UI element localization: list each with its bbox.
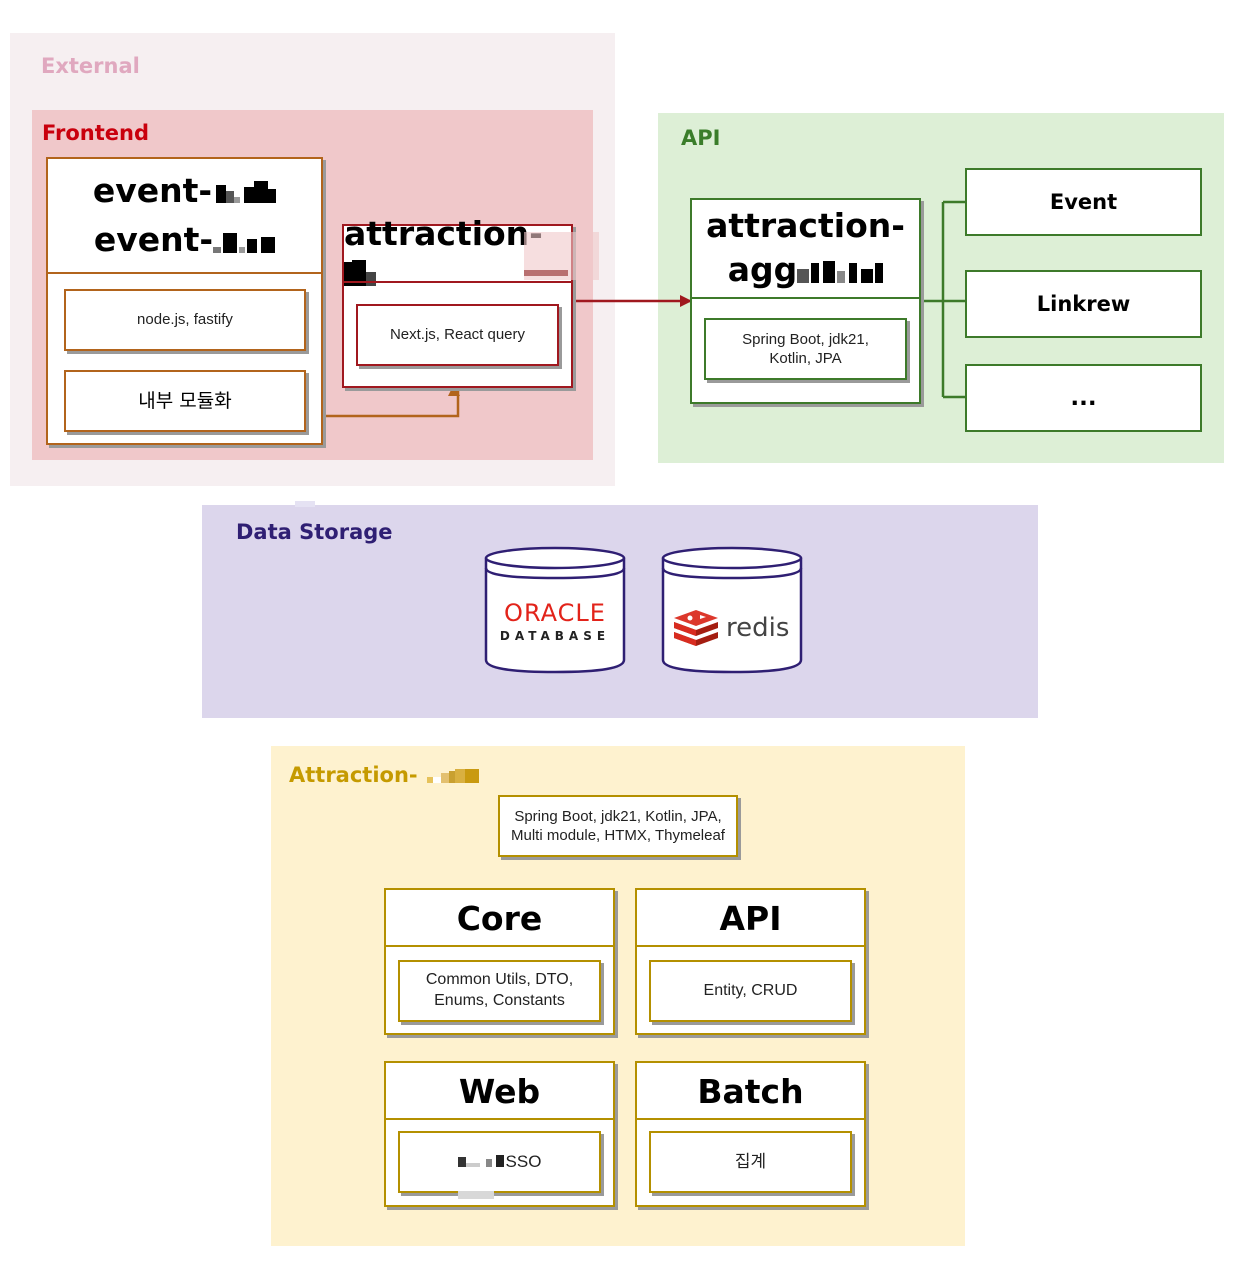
api-label: API xyxy=(681,126,721,150)
backend-tech-box: Spring Boot, jdk21, Kotlin, JPA, Multi m… xyxy=(498,795,738,857)
redis-cube-icon xyxy=(674,610,718,646)
module-batch-title: Batch xyxy=(697,1071,804,1111)
external-label: External xyxy=(41,54,140,78)
module-web-desc-box: SSO xyxy=(398,1131,601,1193)
redacted-text xyxy=(457,1151,504,1173)
oracle-brand: ORACLE xyxy=(504,599,606,627)
redacted-text xyxy=(213,218,276,266)
internal-modularization-box[interactable]: 내부 모듈화 xyxy=(64,370,306,432)
service-event-label: Event xyxy=(1049,190,1118,214)
aggregator-tech-box: Spring Boot, jdk21, Kotlin, JPA xyxy=(704,318,907,380)
module-core-title: Core xyxy=(456,898,543,938)
module-core-box[interactable]: Core Common Utils, DTO, Enums, Constants xyxy=(384,888,615,1035)
module-batch-desc: 집계 xyxy=(649,1131,852,1193)
redacted-text xyxy=(425,764,479,788)
redacted-text xyxy=(212,168,277,216)
module-api-title: API xyxy=(719,898,782,938)
event-title-line2: event- xyxy=(94,216,276,266)
event-app-box[interactable]: event- event- node.js, fastify 내부 모듈화 xyxy=(46,157,323,445)
module-web-desc: SSO xyxy=(505,1151,542,1171)
module-api-desc: Entity, CRUD xyxy=(649,960,852,1022)
module-web-box[interactable]: Web SSO xyxy=(384,1061,615,1207)
module-api-box[interactable]: API Entity, CRUD xyxy=(635,888,866,1035)
oracle-subtitle: DATABASE xyxy=(499,629,611,643)
service-more-box[interactable]: ... xyxy=(965,364,1202,432)
aggregator-title-line1: attraction- xyxy=(706,206,905,246)
data-storage-label: Data Storage xyxy=(236,520,393,544)
redis-brand: redis xyxy=(726,613,790,643)
service-linkrew-box[interactable]: Linkrew xyxy=(965,270,1202,338)
redis-logo: redis xyxy=(672,608,796,648)
service-more-label: ... xyxy=(1070,385,1097,411)
module-web-title: Web xyxy=(458,1071,541,1111)
service-event-box[interactable]: Event xyxy=(965,168,1202,236)
attraction-frontend-title: attraction- xyxy=(344,214,571,294)
module-batch-box[interactable]: Batch 집계 xyxy=(635,1061,866,1207)
backend-label: Attraction- xyxy=(289,763,479,788)
aggregator-title-line2: agg xyxy=(728,248,884,294)
redacted-text xyxy=(797,250,884,294)
redacted-text xyxy=(344,255,376,294)
oracle-logo: ORACLE DATABASE xyxy=(480,600,630,646)
oracle-database-cylinder[interactable] xyxy=(480,542,630,682)
attraction-frontend-tech-box: Next.js, React query xyxy=(356,304,559,366)
attraction-frontend-box[interactable]: attraction- Next.js, React query xyxy=(342,214,599,388)
frontend-label: Frontend xyxy=(42,121,149,145)
event-title-line1: event- xyxy=(93,167,277,217)
attraction-aggregator-box[interactable]: attraction- agg Spring Boot, jdk21, Kotl… xyxy=(690,198,921,404)
service-linkrew-label: Linkrew xyxy=(1036,292,1131,316)
module-core-desc: Common Utils, DTO, Enums, Constants xyxy=(398,960,601,1022)
event-tech-box: node.js, fastify xyxy=(64,289,306,351)
